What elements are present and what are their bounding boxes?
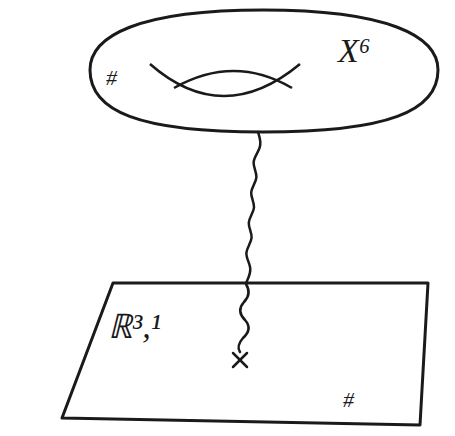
cross-mark bbox=[233, 353, 247, 367]
spacetime-plane: ℝ³,¹ # bbox=[58, 280, 432, 428]
wavy-string bbox=[246, 132, 260, 283]
outline bbox=[58, 280, 432, 428]
space-label: X⁶ bbox=[338, 32, 371, 69]
outline bbox=[88, 6, 440, 136]
torus-shape: X⁶ # bbox=[88, 6, 440, 136]
wavy-string bbox=[239, 284, 249, 352]
hash-mark: # bbox=[343, 388, 354, 412]
hash-mark: # bbox=[106, 66, 117, 90]
space-label: ℝ³,¹ bbox=[108, 308, 161, 345]
